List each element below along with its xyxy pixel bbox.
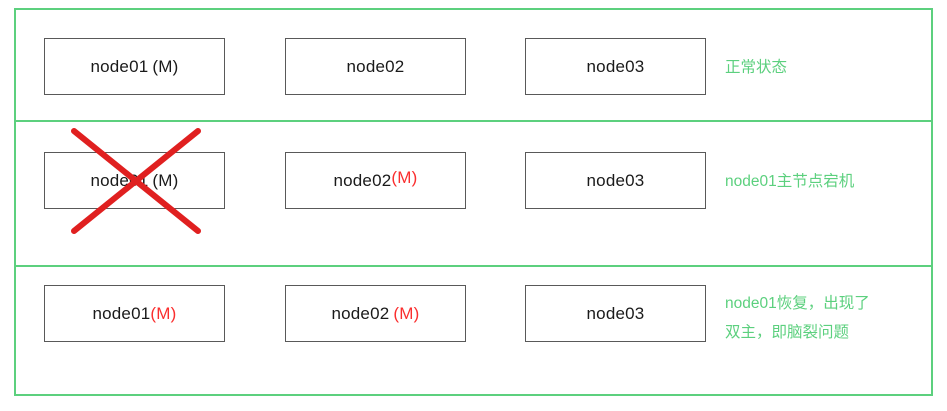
node-label: node02 (333, 170, 392, 190)
row-caption-normal: 正常状态 (725, 53, 787, 82)
node-label: node01 (90, 56, 149, 76)
node-label: node03 (586, 303, 645, 323)
node-box-node01-row3: node01(M) (44, 285, 225, 342)
diagram-row-split-brain: node01(M) node02(M) node03 node01恢复，出现了 … (16, 267, 931, 394)
node-label: node01 (92, 303, 151, 323)
tag-letter: M (158, 56, 173, 76)
node-box-node03-row3: node03 (525, 285, 706, 342)
tag-open-paren: ( (150, 303, 157, 323)
diagram-row-master-down: node01(M) node02(M) node03 node01主节点宕机 (16, 122, 931, 267)
node-label: node02 (331, 303, 390, 323)
node-role-tag: (M) (150, 304, 176, 324)
node-box-node02-row2: node02(M) (285, 152, 466, 209)
tag-letter: M (399, 303, 414, 323)
caption-line: node01恢复，出现了 (725, 295, 870, 312)
node-label: node03 (586, 170, 645, 190)
node-box-node01-row2: node01(M) (44, 152, 225, 209)
row-caption-split-brain: node01恢复，出现了 双主，即脑裂问题 (725, 289, 870, 347)
tag-letter: M (158, 170, 173, 190)
caption-line: node01主节点宕机 (725, 173, 855, 190)
tag-close-paren: ) (413, 303, 420, 323)
tag-close-paren: ) (170, 303, 177, 323)
node-box-node02-row3: node02(M) (285, 285, 466, 342)
tag-close-paren: ) (411, 167, 418, 187)
node-box-node02-row1: node02 (285, 38, 466, 95)
tag-letter: M (156, 303, 171, 323)
node-label: node03 (586, 56, 645, 76)
row-caption-master-down: node01主节点宕机 (725, 167, 854, 196)
tag-open-paren: ( (393, 303, 400, 323)
node-role-tag: (M) (152, 57, 178, 77)
tag-letter: M (397, 167, 412, 187)
tag-close-paren: ) (172, 170, 179, 190)
tag-close-paren: ) (172, 56, 179, 76)
caption-line: 正常状态 (725, 59, 788, 76)
node-label: node01 (90, 170, 149, 190)
node-label: node02 (346, 56, 405, 76)
diagram-row-normal: node01(M) node02 node03 正常状态 (16, 10, 931, 122)
tag-open-paren: ( (152, 56, 159, 76)
node-box-node01-row1: node01(M) (44, 38, 225, 95)
node-box-node03-row1: node03 (525, 38, 706, 95)
tag-open-paren: ( (391, 167, 398, 187)
node-role-tag: (M) (391, 168, 417, 188)
node-role-tag: (M) (152, 171, 178, 191)
split-brain-diagram: node01(M) node02 node03 正常状态 node01(M) n… (14, 8, 933, 396)
caption-line: 双主，即脑裂问题 (725, 324, 850, 341)
node-box-node03-row2: node03 (525, 152, 706, 209)
node-role-tag: (M) (393, 304, 419, 324)
